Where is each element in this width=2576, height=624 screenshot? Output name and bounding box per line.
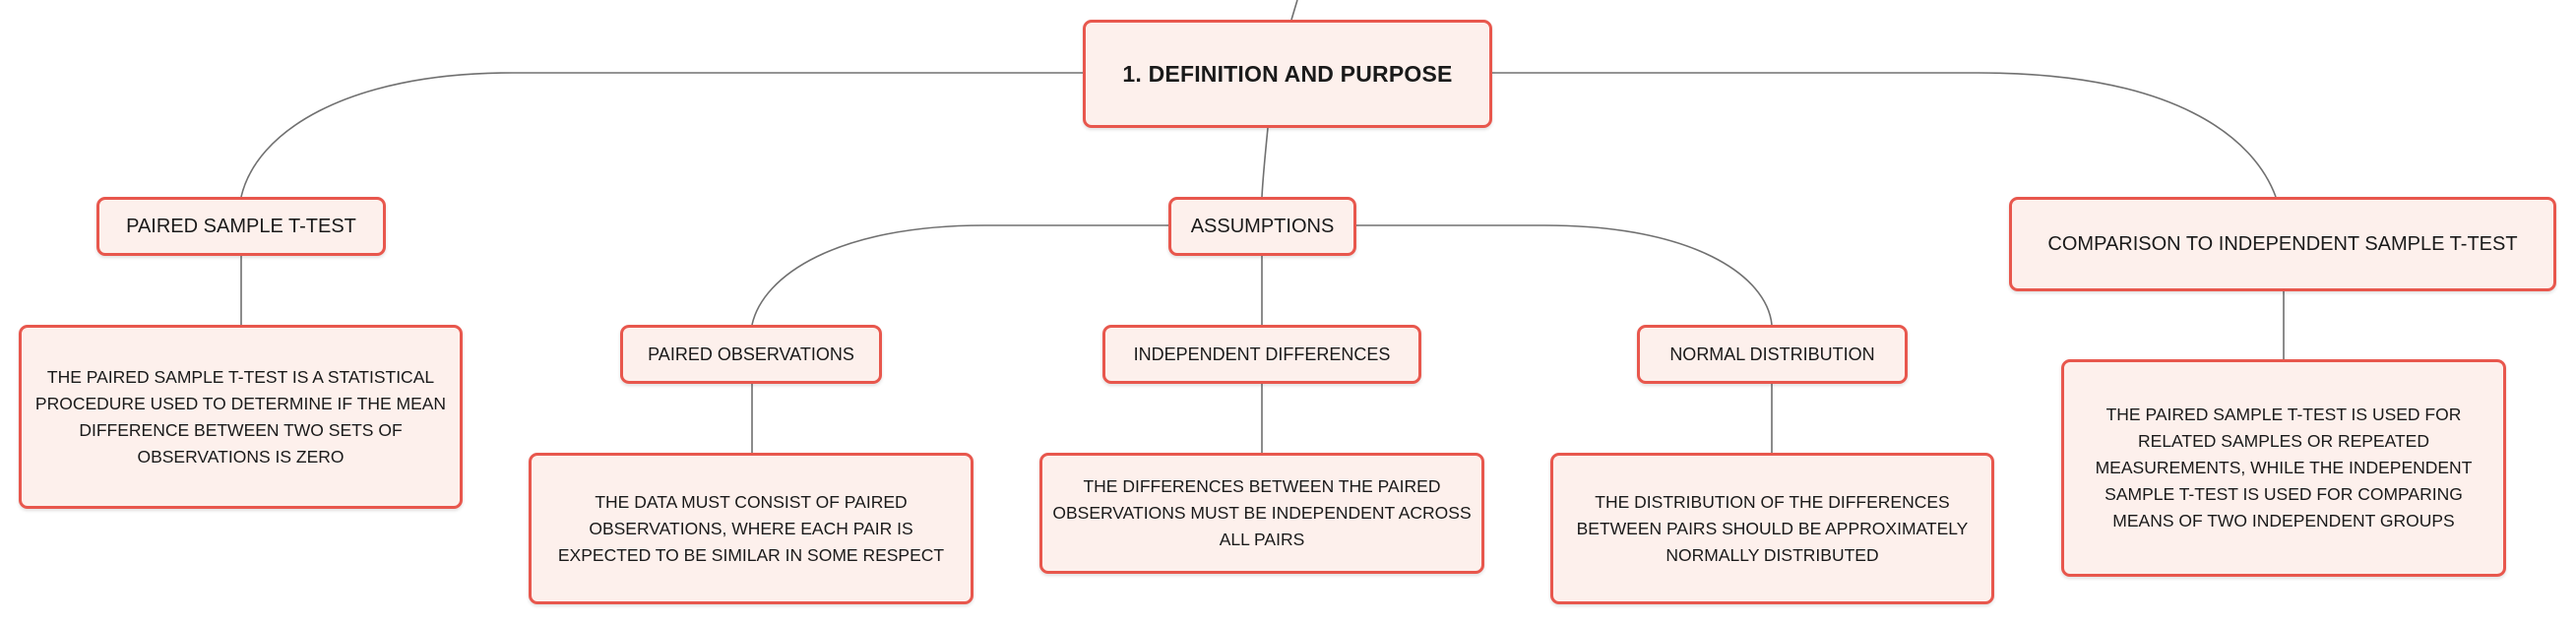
root-topic-node[interactable]: 1. DEFINITION AND PURPOSE <box>1083 20 1492 128</box>
independent-differences-node[interactable]: INDEPENDENT DIFFERENCES <box>1102 325 1421 384</box>
comparison-node[interactable]: COMPARISON TO INDEPENDENT SAMPLE T-TEST <box>2009 197 2556 291</box>
connector-root-to-paired-sample <box>240 72 1083 198</box>
normal-distribution-detail-node[interactable]: THE DISTRIBUTION OF THE DIFFERENCES BETW… <box>1550 453 1994 604</box>
connector-assumptions-to-paired-observations <box>751 224 1169 326</box>
paired-sample-t-test-detail-text: THE PAIRED SAMPLE T-TEST IS A STATISTICA… <box>34 366 447 467</box>
normal-distribution-detail-text: THE DISTRIBUTION OF THE DIFFERENCES BETW… <box>1576 491 1969 565</box>
independent-differences-label: INDEPENDENT DIFFERENCES <box>1133 343 1391 364</box>
comparison-label: COMPARISON TO INDEPENDENT SAMPLE T-TEST <box>2047 232 2518 255</box>
connector-root-to-assumptions <box>1261 127 1269 198</box>
paired-sample-t-test-detail-node[interactable]: THE PAIRED SAMPLE T-TEST IS A STATISTICA… <box>19 325 463 509</box>
comparison-detail-text: THE PAIRED SAMPLE T-TEST IS USED FOR REL… <box>2095 405 2473 530</box>
paired-observations-detail-text: THE DATA MUST CONSIST OF PAIRED OBSERVAT… <box>557 491 945 565</box>
paired-observations-node[interactable]: PAIRED OBSERVATIONS <box>620 325 882 384</box>
assumptions-node[interactable]: ASSUMPTIONS <box>1168 197 1356 256</box>
paired-sample-t-test-node[interactable]: PAIRED SAMPLE T-TEST <box>96 197 386 256</box>
assumptions-label: ASSUMPTIONS <box>1190 215 1335 237</box>
connector-root-to-comparison <box>1491 72 2277 198</box>
comparison-detail-node[interactable]: THE PAIRED SAMPLE T-TEST IS USED FOR REL… <box>2061 359 2506 577</box>
root-topic-label: 1. DEFINITION AND PURPOSE <box>1122 60 1453 87</box>
independent-differences-detail-text: THE DIFFERENCES BETWEEN THE PAIRED OBSER… <box>1052 476 1472 549</box>
paired-observations-label: PAIRED OBSERVATIONS <box>648 343 854 364</box>
normal-distribution-label: NORMAL DISTRIBUTION <box>1669 343 1875 364</box>
connector-assumptions-to-normal-distribution <box>1355 224 1773 326</box>
normal-distribution-node[interactable]: NORMAL DISTRIBUTION <box>1637 325 1908 384</box>
connector-root-to-parent <box>1290 0 1298 21</box>
paired-sample-t-test-label: PAIRED SAMPLE T-TEST <box>126 215 356 237</box>
independent-differences-detail-node[interactable]: THE DIFFERENCES BETWEEN THE PAIRED OBSER… <box>1039 453 1484 574</box>
paired-observations-detail-node[interactable]: THE DATA MUST CONSIST OF PAIRED OBSERVAT… <box>529 453 974 604</box>
